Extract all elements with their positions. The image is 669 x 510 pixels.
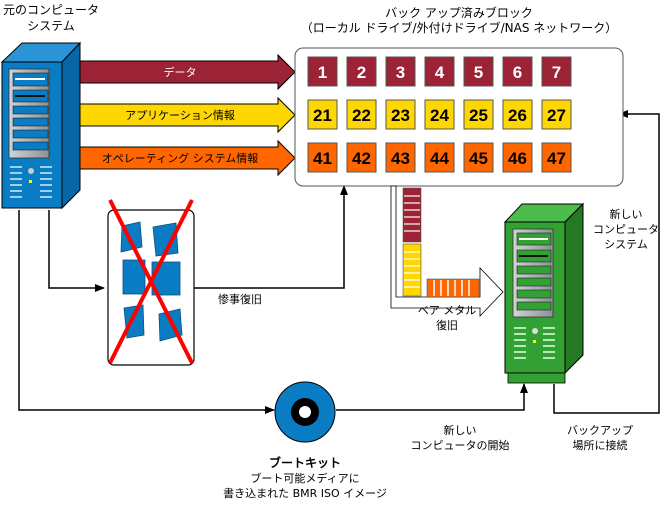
bare-metal-label: ベア メタル 復旧: [412, 303, 482, 333]
backup-block-label: 4: [435, 63, 445, 82]
backup-block-label: 3: [396, 63, 405, 82]
backup-store-title: バック アップ済みブロック （ローカル ドライブ/外付けドライブ/NAS ネット…: [296, 6, 622, 36]
connectors: [18, 110, 660, 414]
app-info-arrow: [79, 96, 296, 134]
backup-block-label: 25: [469, 106, 488, 125]
backup-block: [424, 142, 455, 173]
source-server-icon: [0, 41, 82, 210]
os-info-arrow-label: オペレーティング システム情報: [102, 151, 259, 165]
new-system-title-line3: システム: [604, 238, 648, 251]
backup-block: [424, 56, 455, 87]
backup-block: [346, 99, 377, 130]
data-blocks-stack: [402, 187, 422, 243]
backup-store-title-line1: バック アップ済みブロック: [385, 6, 533, 20]
os-info-arrow: [79, 139, 296, 177]
backup-block: [463, 56, 494, 87]
backup-block-label: 1: [318, 63, 327, 82]
backup-block-label: 2: [357, 63, 366, 82]
backup-block: [463, 142, 494, 173]
backup-block: [541, 142, 572, 173]
backup-block: [307, 56, 338, 87]
backup-block: [346, 56, 377, 87]
backup-block-label: 22: [352, 106, 371, 125]
backup-block: [385, 142, 416, 173]
backup-block-label: 26: [508, 106, 527, 125]
data-arrow-label: データ: [164, 65, 197, 79]
red-cross-icon: [108, 199, 194, 364]
backup-block: [463, 99, 494, 130]
connector-connect-backup: [553, 110, 660, 414]
start-new-line1: 新しい: [443, 424, 477, 437]
connector-disaster-recovery: [194, 185, 348, 289]
data-arrow: [79, 53, 296, 91]
boot-kit-caption: ブートキット ブート可能メディアに 書き込まれた BMR ISO イメージ: [205, 456, 405, 501]
bare-metal-flow: [390, 185, 504, 317]
backup-store-title-line2: （ローカル ドライブ/外付けドライブ/NAS ネットワーク）: [300, 21, 618, 35]
boot-kit-title: ブートキット: [268, 456, 341, 470]
backup-block: [502, 56, 533, 87]
os-blocks-stack: [426, 278, 480, 298]
app-blocks-stack: [402, 243, 422, 297]
connect-backup-line1: バックアップ: [567, 424, 633, 437]
backup-block-label: 44: [430, 149, 449, 168]
boot-kit-desc-line1: ブート可能メディアに: [250, 472, 360, 485]
backup-block-label: 6: [513, 63, 522, 82]
connect-backup-label: バックアップ 場所に接続: [555, 423, 645, 453]
source-system-title-line2: システム: [27, 19, 75, 33]
source-system-title-line1: 元のコンピュータ: [2, 3, 99, 17]
start-new-computer-label: 新しい コンピュータの開始: [405, 423, 515, 453]
start-new-line2: コンピュータの開始: [410, 439, 510, 452]
backup-block: [346, 142, 377, 173]
new-server-icon: [503, 202, 585, 384]
source-system-title: 元のコンピュータ システム: [0, 2, 102, 34]
backup-block-label: 41: [313, 149, 332, 168]
boot-disc-icon: [274, 381, 336, 443]
backup-block: [307, 99, 338, 130]
connect-backup-line2: 場所に接続: [572, 439, 628, 452]
backup-block: [307, 142, 338, 173]
backup-block-label: 47: [547, 149, 566, 168]
backup-store-box: [294, 47, 624, 187]
new-system-title-line2: コンピュータ: [593, 223, 659, 236]
backup-block-label: 5: [474, 63, 483, 82]
backup-block-label: 45: [469, 149, 488, 168]
backup-block-label: 43: [391, 149, 410, 168]
backup-block-label: 24: [430, 106, 449, 125]
backup-block-label: 21: [313, 106, 332, 125]
backup-block: [385, 99, 416, 130]
backup-block: [502, 142, 533, 173]
bare-metal-label-line1: ベア メタル: [417, 304, 477, 317]
destroyed-server-group: [107, 199, 195, 366]
app-info-arrow-label: アプリケーション情報: [125, 109, 235, 122]
backup-block-label: 27: [547, 106, 566, 125]
disaster-recovery-label: 惨事復旧: [218, 293, 262, 306]
backup-block-label: 23: [391, 106, 410, 125]
new-system-title-line1: 新しい: [609, 208, 643, 221]
backup-block: [541, 99, 572, 130]
connector-to-destroyed: [48, 210, 105, 292]
boot-kit-desc-line2: 書き込まれた BMR ISO イメージ: [223, 487, 387, 500]
backup-block: [502, 99, 533, 130]
connector-to-bootkit: [18, 210, 275, 414]
backup-block: [541, 56, 572, 87]
bare-metal-label-line2: 復旧: [436, 319, 458, 332]
backup-block: [385, 56, 416, 87]
backup-block-label: 7: [552, 63, 561, 82]
new-system-title: 新しい コンピュータ システム: [586, 207, 666, 252]
backup-block-label: 46: [508, 149, 527, 168]
backup-block: [424, 99, 455, 130]
connector-start-new: [336, 383, 528, 411]
backup-block-label: 42: [352, 149, 371, 168]
